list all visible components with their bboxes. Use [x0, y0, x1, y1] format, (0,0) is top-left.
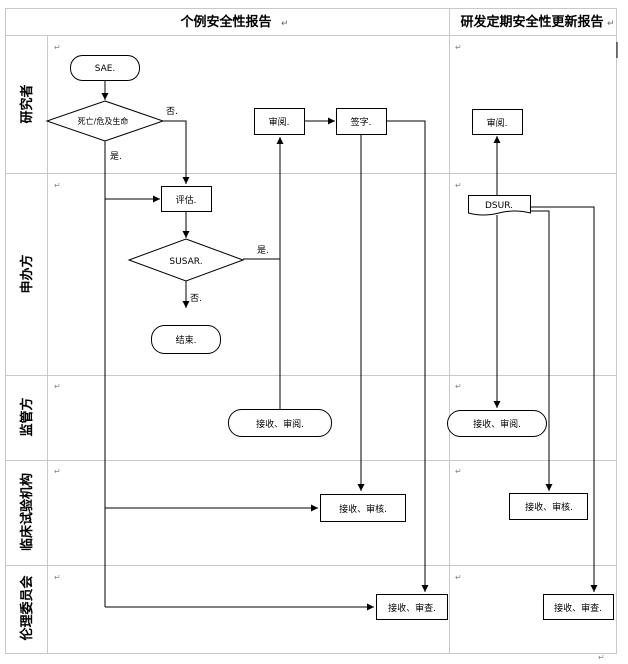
edge-label-yes-1: 是.: [110, 151, 122, 162]
edge-label-no-1: 否.: [166, 106, 178, 117]
node-receive-review-regulator: 接收、审阅.: [228, 409, 332, 437]
svg-text:↵: ↵: [598, 653, 605, 662]
node-dsur-receive-site: 接收、审核.: [509, 493, 588, 520]
svg-text:↵: ↵: [455, 43, 462, 52]
svg-text:接收、审查.: 接收、审查.: [388, 602, 436, 614]
node-dsur-receive-ethics: 接收、审查.: [543, 594, 614, 620]
node-susar-decision: SUSAR.: [127, 238, 245, 282]
svg-text:SAE.: SAE.: [95, 64, 116, 74]
svg-text:↵: ↵: [455, 181, 462, 190]
svg-text:死亡/危及生命: 死亡/危及生命: [78, 116, 129, 126]
svg-text:接收、审核.: 接收、审核.: [339, 503, 387, 515]
lane-ethics: 伦理委员会: [19, 575, 35, 641]
lane-labels: 研究者 申办方 监管方 临床试验机构 伦理委员会: [19, 84, 35, 640]
svg-text:签字.: 签字.: [351, 116, 372, 128]
svg-text:↵: ↵: [455, 573, 462, 582]
svg-text:↵: ↵: [607, 19, 615, 29]
svg-text:审阅.: 审阅.: [269, 116, 290, 128]
node-receive-check-ethics: 接收、审查.: [376, 594, 448, 620]
lane-researcher: 研究者: [19, 84, 35, 123]
column-headers: 个例安全性报告 ↵ 研发定期安全性更新报告 ↵: [179, 14, 618, 58]
svg-text:DSUR.: DSUR.: [485, 201, 513, 211]
icsr-connectors: [101, 80, 429, 611]
node-assess: 评估.: [161, 186, 212, 212]
node-dsur-review: 审阅.: [472, 109, 523, 135]
node-dsur-receive-regulator: 接收、审阅.: [447, 410, 547, 437]
svg-text:接收、审核.: 接收、审核.: [525, 501, 573, 513]
svg-text:↵: ↵: [455, 382, 462, 391]
svg-text:↵: ↵: [455, 467, 462, 476]
edge-label-yes-2: 是.: [257, 245, 269, 256]
svg-text:↵: ↵: [281, 19, 289, 29]
header-dsur: 研发定期安全性更新报告: [460, 14, 603, 30]
svg-text:↵: ↵: [54, 181, 61, 190]
node-sae: SAE.: [70, 55, 140, 81]
svg-text:结束.: 结束.: [176, 334, 197, 346]
svg-text:评估.: 评估.: [176, 194, 197, 206]
table-grid: [5, 8, 617, 654]
svg-text:↵: ↵: [54, 573, 61, 582]
lane-regulator: 监管方: [19, 397, 35, 436]
svg-text:↵: ↵: [54, 43, 61, 52]
svg-text:接收、审阅.: 接收、审阅.: [473, 418, 521, 430]
node-dsur-document: DSUR.: [468, 195, 531, 216]
dsur-connectors: [493, 136, 598, 592]
lane-sponsor: 申办方: [19, 254, 35, 293]
svg-text:↵: ↵: [54, 467, 61, 476]
node-sign: 签字.: [336, 108, 387, 135]
svg-text:接收、审阅.: 接收、审阅.: [256, 418, 304, 430]
svg-text:审阅.: 审阅.: [487, 117, 508, 129]
node-death-threat-decision: 死亡/危及生命: [45, 100, 165, 142]
svg-text:SUSAR.: SUSAR.: [169, 257, 202, 267]
header-icsr: 个例安全性报告: [179, 14, 271, 30]
node-review-top: 审阅.: [254, 108, 305, 135]
svg-text:↵: ↵: [54, 382, 61, 391]
edge-labels: 否. 是. 是. 否.: [110, 106, 269, 304]
node-receive-check-site: 接收、审核.: [320, 494, 406, 522]
cell-marks: ↵ ↵ ↵ ↵ ↵ ↵ ↵ ↵ ↵ ↵ ↵: [54, 43, 605, 662]
svg-text:接收、审查.: 接收、审查.: [554, 602, 602, 614]
node-end: 结束.: [151, 325, 221, 354]
lane-site: 临床试验机构: [19, 473, 35, 551]
edge-label-no-2: 否.: [190, 293, 202, 304]
